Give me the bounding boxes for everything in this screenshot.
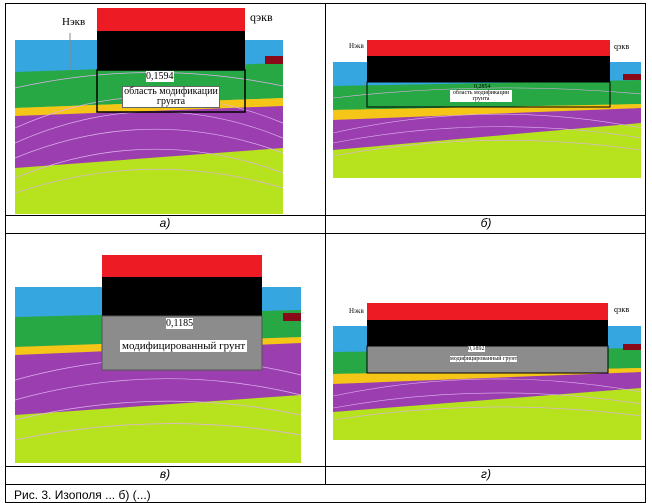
value-label: 0,1892 [468,346,485,352]
panel-c-image [15,255,301,463]
h-label: Нэкв [349,307,364,315]
region-note: модифицированный грунт [450,356,518,362]
divider [325,3,326,484]
divider [5,215,646,216]
divider [5,484,646,485]
divider [5,466,646,467]
q-label: qэкв [614,42,630,51]
h-label: Нэкв [62,16,86,28]
region-note: модифицированный грунт [120,340,248,352]
figure-caption: Рис. 3. Изополя ... б) (...) [14,488,151,502]
divider [5,233,646,234]
region-note: область модификации грунта [450,90,512,102]
panel-d-image [333,303,641,440]
q-label: qэкв [614,305,630,314]
region-note: область модификации грунта [122,86,220,108]
panel-a-image [15,8,283,214]
value-label: 0,1594 [146,71,174,82]
panel-label-a: а) [159,216,171,230]
q-label: qэкв [250,10,273,24]
panel-label-d: г) [481,467,491,481]
value-label: 0,1185 [166,318,194,329]
panel-label-b: б) [480,216,492,230]
value-label: 0,2854 [474,84,491,90]
panel-b-image [333,40,641,178]
h-label: Нэкв [349,42,364,50]
panel-label-c: в) [159,467,171,481]
